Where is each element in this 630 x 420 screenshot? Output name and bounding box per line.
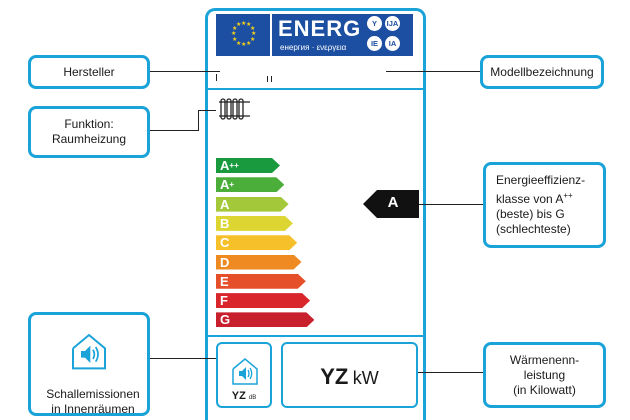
callout-modell: Modellbezeichnung xyxy=(480,55,604,89)
separator-line xyxy=(208,335,423,337)
callout-funktion-text: Funktion: Raumheizung xyxy=(51,117,127,146)
svg-text:★: ★ xyxy=(246,40,251,47)
efficiency-class-9: G xyxy=(216,312,314,327)
efficiency-class-label: F xyxy=(220,293,228,309)
connector-line xyxy=(418,372,483,373)
svg-text:★: ★ xyxy=(250,36,255,43)
power-unit: kW xyxy=(352,368,379,388)
speaker-house-icon xyxy=(230,356,260,386)
efficiency-class-sup: + xyxy=(229,180,235,190)
connector-line xyxy=(150,130,198,131)
noise-box: YZ dB xyxy=(216,342,272,408)
svg-text:★: ★ xyxy=(241,20,246,27)
svg-text:★: ★ xyxy=(236,21,241,28)
efficiency-class-label: B xyxy=(220,215,230,231)
efficiency-class-label: A xyxy=(220,158,230,173)
efficiency-class-6: D xyxy=(216,255,302,270)
callout-waerme: Wärmenenn- leistung (in Kilowatt) xyxy=(483,342,606,408)
connector-line xyxy=(150,71,220,72)
svg-text:★: ★ xyxy=(236,40,241,47)
efficiency-class-8: F xyxy=(216,293,310,308)
callout-modell-text: Modellbezeichnung xyxy=(490,64,594,79)
radiator-icon xyxy=(219,96,251,122)
lang-badge-y: Y xyxy=(367,16,382,31)
svg-text:★: ★ xyxy=(251,30,256,37)
lang-badge-ia: IA xyxy=(385,36,400,51)
lang-badge-ie: IE xyxy=(367,36,382,51)
modell-marker xyxy=(267,76,268,82)
efficiency-class-label: D xyxy=(220,254,230,270)
efficiency-class-sup: ++ xyxy=(229,161,239,170)
efficiency-class-label: A xyxy=(220,196,230,212)
svg-text:★: ★ xyxy=(232,36,237,43)
callout-schall-text: Schallemissionen in Innenräumen xyxy=(46,387,140,416)
class-pointer-icon: A xyxy=(363,190,419,218)
efficiency-class-label: C xyxy=(220,235,230,251)
power-value: YZ xyxy=(320,364,349,389)
efficiency-class-3: A xyxy=(216,197,289,212)
efficiency-class-1: A++ xyxy=(216,158,280,173)
eu-flag-icon: ★★★ ★★★ ★★★ ★★★ xyxy=(216,14,270,56)
callout-schall: Schallemissionen in Innenräumen xyxy=(28,312,150,416)
hersteller-marker xyxy=(216,74,217,81)
energ-header: ENERG енергия · ενεργεια Y IJA IE IA xyxy=(272,14,413,56)
svg-text:★: ★ xyxy=(241,41,246,48)
efficiency-class-label: G xyxy=(220,312,231,328)
efficiency-class-label: E xyxy=(220,273,229,289)
svg-text:★: ★ xyxy=(250,25,255,32)
energ-subtitle: енергия · ενεργεια xyxy=(280,43,347,52)
efficiency-class-label: A xyxy=(220,177,230,193)
power-box: YZ kW xyxy=(281,342,418,408)
efficiency-class-4: B xyxy=(216,216,293,231)
callout-effizienz: Energieeffizienz- klasse von A++ (beste)… xyxy=(483,162,606,248)
callout-hersteller-text: Hersteller xyxy=(63,64,115,79)
svg-text:★: ★ xyxy=(232,25,237,32)
connector-line xyxy=(198,110,216,111)
svg-text:★: ★ xyxy=(231,30,236,37)
callout-waerme-text: Wärmenenn- leistung (in Kilowatt) xyxy=(509,352,580,397)
effizienz-line-3: (beste) bis G xyxy=(496,207,565,221)
speaker-house-icon xyxy=(69,331,109,371)
svg-text:★: ★ xyxy=(246,21,251,28)
effizienz-line-1: Energieeffizienz- xyxy=(496,173,586,187)
connector-line xyxy=(198,110,199,131)
effizienz-line-2: klasse von A++ xyxy=(496,191,573,206)
efficiency-class-7: E xyxy=(216,274,306,289)
efficiency-class-5: C xyxy=(216,235,297,250)
lang-badge-ija: IJA xyxy=(385,16,400,31)
callout-hersteller: Hersteller xyxy=(28,55,150,89)
connector-line xyxy=(419,204,483,205)
effizienz-line-4: (schlechteste) xyxy=(496,222,571,236)
noise-unit: dB xyxy=(248,395,257,401)
noise-value: YZ xyxy=(231,390,246,402)
energ-title: ENERG xyxy=(278,16,362,41)
callout-funktion: Funktion: Raumheizung xyxy=(28,106,150,158)
connector-line xyxy=(150,358,216,359)
modell-marker xyxy=(271,76,272,82)
separator-line xyxy=(208,88,423,90)
connector-line xyxy=(386,71,480,72)
efficiency-class-2: A+ xyxy=(216,177,284,192)
selected-class-label: A xyxy=(387,194,399,211)
